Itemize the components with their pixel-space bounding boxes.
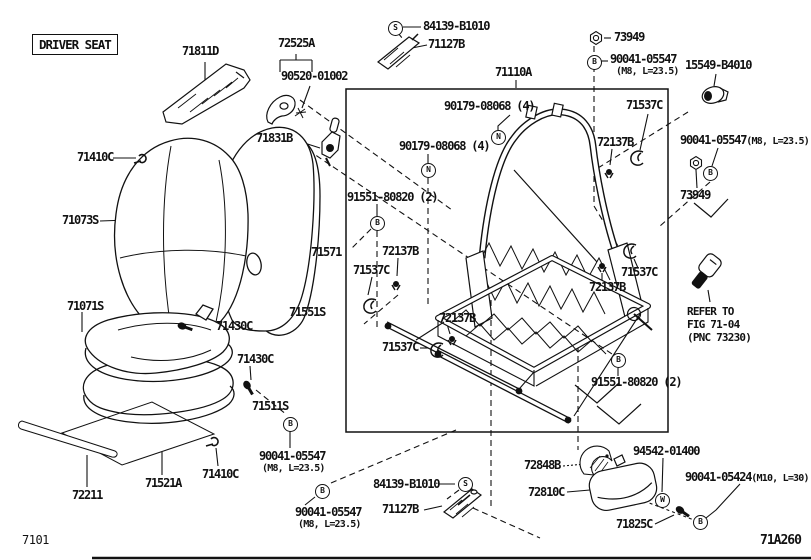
- pin-72137-icon: [447, 336, 457, 346]
- protector-bottom-drawing: [442, 488, 483, 519]
- bolt-71430-icon: [177, 322, 193, 332]
- belt-anchor-drawing: [701, 86, 729, 104]
- circled-s-icon: S: [458, 477, 473, 492]
- part-label-90179-08068-2: 90179-08068 (4): [399, 139, 491, 153]
- circled-s-icon: S: [388, 21, 403, 36]
- clip-71537-icon: [623, 243, 637, 259]
- part-label-71430c-1: 71430C: [216, 319, 253, 333]
- part-spec-m8-bc: (M8, L=23.5): [298, 519, 361, 530]
- hanger-hook-drawing: [266, 94, 296, 125]
- cushion-shield-drawing: [588, 454, 658, 512]
- clip-71537-icon: [430, 342, 444, 358]
- part-label-71410c-bottom: 71410C: [202, 467, 239, 481]
- seat-back-drawing: [113, 126, 321, 338]
- part-label-71811d: 71811D: [182, 44, 219, 58]
- clip-71537-icon: [363, 298, 377, 314]
- part-label-72137b-2: 72137B: [382, 244, 419, 258]
- nut-73949-icon: [589, 30, 603, 46]
- circled-b-icon: B: [693, 515, 708, 530]
- circled-b-icon: B: [611, 353, 626, 368]
- pin-72137-icon: [391, 281, 401, 291]
- part-label-71073s: 71073S: [62, 213, 99, 227]
- circled-b-icon: B: [587, 55, 602, 70]
- clip-71537-icon: [630, 150, 644, 166]
- refer-line-1: REFER TO: [687, 305, 734, 318]
- part-label-71537c-2: 71537C: [353, 263, 390, 277]
- figure-number: 71A260: [760, 533, 802, 548]
- headrest-support-drawing: [162, 63, 251, 125]
- part-label-15549-b4010: 15549-B4010: [685, 58, 752, 72]
- part-label-71511s: 71511S: [252, 399, 289, 413]
- wire-72211-drawing: [18, 420, 118, 458]
- part-label-72848b: 72848B: [524, 458, 561, 472]
- chevron-marks: [574, 198, 729, 425]
- protector-top-drawing: [377, 33, 421, 70]
- part-label-71071s: 71071S: [67, 299, 104, 313]
- nut-73949-icon: [689, 155, 703, 171]
- part-label-84139-b1010-bottom: 84139-B1010: [373, 477, 440, 491]
- sheet-number: 7101: [22, 533, 49, 547]
- part-label-71127b-bottom: 71127B: [382, 502, 419, 516]
- part-label-90179-08068-1: 90179-08068 (4): [444, 99, 536, 113]
- circled-b-icon: B: [283, 417, 298, 432]
- bolt-71430-icon: [243, 380, 254, 396]
- part-label-71127b-top: 71127B: [428, 37, 465, 51]
- part-spec-m8: (M8, L=23.5): [616, 66, 679, 77]
- circled-w-icon: W: [655, 493, 670, 508]
- part-label-73949-top: 73949: [614, 30, 645, 44]
- part-label-71110a: 71110A: [495, 65, 532, 79]
- part-label-90520-01002: 90520-01002: [281, 69, 348, 83]
- part-label-72810c: 72810C: [528, 485, 565, 499]
- part-label-71825c: 71825C: [616, 517, 653, 531]
- part-label-84139-b1010-top: 84139-B1010: [423, 19, 490, 33]
- clip-71410-icon: [205, 436, 219, 447]
- pin-72137-icon: [597, 263, 607, 273]
- clip-71410-icon: [133, 153, 147, 164]
- refer-to-note: REFER TO FIG 71-04 (PNC 73230): [687, 305, 752, 344]
- frame-assembly-box: [345, 88, 669, 433]
- part-label-71537c-1: 71537C: [626, 98, 663, 112]
- part-label-72137b-4: 72137B: [589, 280, 626, 294]
- bolt-71825-icon: [675, 506, 690, 518]
- seat-belt-buckle-drawing: [691, 253, 722, 289]
- circled-n-icon: N: [491, 130, 506, 145]
- part-label-73949-right: 73949: [680, 188, 711, 202]
- seat-frame-drawing: [384, 102, 653, 424]
- part-label-71430c-2: 71430C: [237, 352, 274, 366]
- refer-line-2: FIG 71-04: [687, 318, 740, 331]
- part-label-91551-left: 91551-80820 (2): [347, 190, 439, 204]
- part-label-72525a: 72525A: [278, 36, 315, 50]
- diagram-title: DRIVER SEAT: [32, 34, 118, 55]
- part-label-71537c-3: 71537C: [382, 340, 419, 354]
- part-label-71521a: 71521A: [145, 476, 182, 490]
- part-label-90041-05547-right: 90041-05547(M8, L=23.5): [680, 133, 810, 147]
- part-label-72137b-3: 72137B: [439, 311, 476, 325]
- circled-b-icon: B: [703, 166, 718, 181]
- circled-n-icon: N: [421, 163, 436, 178]
- part-label-71551s: 71551S: [289, 305, 326, 319]
- part-label-90041-05547-bc: 90041-05547: [295, 505, 362, 519]
- circled-b-icon: B: [370, 216, 385, 231]
- part-label-90041-05547-bl: 90041-05547: [259, 449, 326, 463]
- part-label-71537c-4: 71537C: [621, 265, 658, 279]
- part-label-91551-right: 91551-80820 (2): [591, 375, 683, 389]
- refer-line-3: (PNC 73230): [687, 331, 752, 344]
- part-label-71831b: 71831B: [256, 131, 293, 145]
- seat-cushion-drawing: [82, 304, 235, 424]
- circled-b-icon: B: [315, 484, 330, 499]
- part-label-94542-01400: 94542-01400: [633, 444, 700, 458]
- part-label-72211: 72211: [72, 488, 103, 502]
- part-label-71410c-top: 71410C: [77, 150, 114, 164]
- part-label-72137b-1: 72137B: [597, 135, 634, 149]
- part-label-90041-05547-topright: 90041-05547: [610, 52, 677, 66]
- dashed-leader-lines: [151, 32, 711, 539]
- part-label-71571: 71571: [311, 245, 342, 259]
- part-label-90041-05424: 90041-05424(M10, L=30): [685, 470, 810, 484]
- pin-72137-icon: [604, 169, 614, 179]
- screw-90520-icon: [294, 107, 307, 119]
- part-spec-m8-bl: (M8, L=23.5): [262, 463, 325, 474]
- lock-71831-drawing: [321, 117, 341, 167]
